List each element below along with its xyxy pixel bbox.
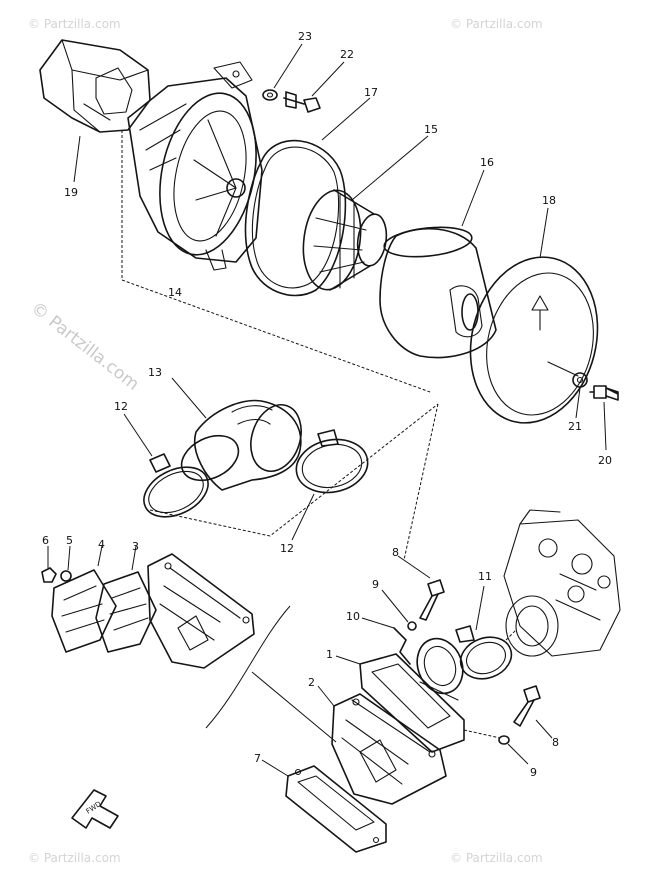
callout-13: 13: [148, 366, 162, 379]
part-23-washer: [262, 89, 278, 101]
callout-16: 16: [480, 156, 494, 169]
callout-20: 20: [598, 454, 612, 467]
part-4-valve-stopper: [51, 569, 117, 653]
reed-valve-seat-left: [147, 553, 255, 669]
callout-9-lower: 9: [530, 766, 537, 779]
carburetor-engine: [503, 509, 621, 657]
watermark-bottom-left: © Partzilla.com: [28, 851, 121, 865]
part-13-joint: [180, 399, 302, 491]
part-18-cover: [469, 256, 599, 424]
part-17-gasket: [244, 139, 347, 297]
watermark-bottom-right: © Partzilla.com: [450, 851, 543, 865]
callout-21: 21: [568, 420, 582, 433]
watermark-top-right: © Partzilla.com: [450, 17, 543, 31]
callout-5: 5: [66, 534, 73, 547]
callout-6-left: 6: [42, 534, 49, 547]
callout-8-lower: 8: [552, 736, 559, 749]
part-8-bolt-lower: [513, 685, 541, 727]
callout-18: 18: [542, 194, 556, 207]
part-11-band: [455, 625, 513, 680]
callout-14: 14: [168, 286, 182, 299]
part-22-bolt: [283, 91, 321, 113]
part-9-washer-lower: [498, 735, 510, 745]
part-15-element-frame: [302, 189, 388, 291]
callout-22: 22: [340, 48, 354, 61]
part-3-reed-valve: [95, 571, 157, 653]
part-12-band-left: [143, 453, 209, 518]
callout-19: 19: [64, 186, 78, 199]
callout-11: 11: [478, 570, 492, 583]
callout-23: 23: [298, 30, 312, 43]
callout-1: 1: [326, 648, 333, 661]
watermark-top-left: © Partzilla.com: [28, 17, 121, 31]
callout-7: 7: [254, 752, 261, 765]
watermark-diagonal: © Partzilla.com: [27, 298, 143, 395]
callout-17: 17: [364, 86, 378, 99]
callout-10: 10: [346, 610, 360, 623]
part-20-bolt: [589, 385, 619, 401]
callout-12-left: 12: [114, 400, 128, 413]
part-12-band-right: [295, 429, 369, 494]
callout-9-upper: 9: [372, 578, 379, 591]
part-9-washer-upper: [407, 621, 417, 631]
part-1-carburetor-joint: [359, 637, 465, 753]
callout-12-right: 12: [280, 542, 294, 555]
fwd-label: FWD: [85, 800, 103, 816]
callout-8-upper: 8: [392, 546, 399, 559]
part-2-reed-valve-seat: [331, 693, 447, 805]
callout-3: 3: [132, 540, 139, 553]
part-5-washer-left: [60, 570, 72, 582]
part-21-washer: [572, 372, 588, 388]
part-19-intake-duct: [39, 39, 151, 133]
part-7-gasket: [285, 765, 387, 853]
part-6-nut-left: [41, 567, 57, 583]
callout-2: 2: [308, 676, 315, 689]
part-10-clip: [393, 627, 411, 665]
part-8-bolt-upper: [419, 579, 445, 621]
callout-4: 4: [98, 538, 105, 551]
part-14-air-cleaner-case: [127, 61, 263, 271]
fwd-arrow-icon: FWD: [71, 789, 119, 829]
part-16-element: [379, 226, 497, 359]
callout-15: 15: [424, 123, 438, 136]
